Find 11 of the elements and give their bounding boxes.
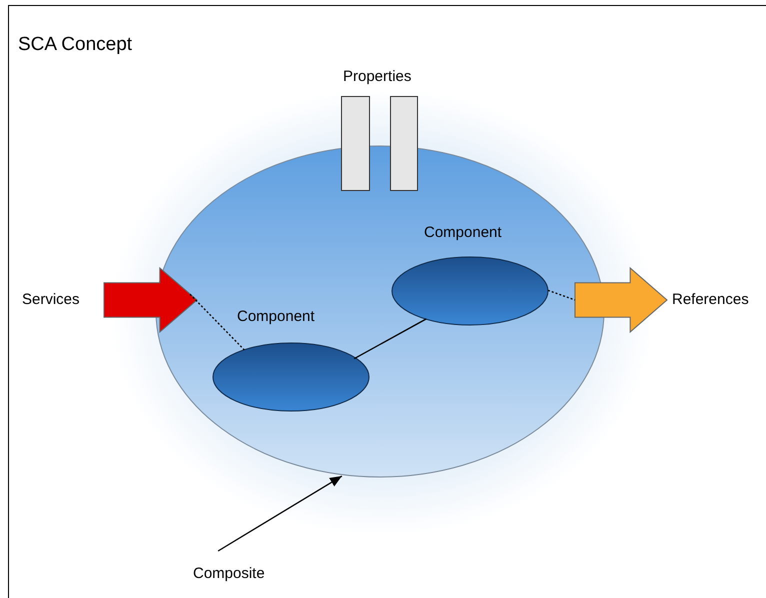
component-label: Component (424, 224, 502, 241)
composite-label: Composite (193, 565, 265, 582)
reference-label: References (672, 291, 749, 308)
wire (354, 318, 427, 360)
dotted-wire (548, 290, 576, 301)
dotted-wire (190, 294, 245, 350)
service-label: Services (22, 291, 80, 308)
properties-label: Properties (343, 68, 412, 85)
component-label: Component (237, 308, 315, 325)
diagram-title: SCA Concept (18, 34, 132, 56)
leader-arrow (218, 475, 342, 552)
